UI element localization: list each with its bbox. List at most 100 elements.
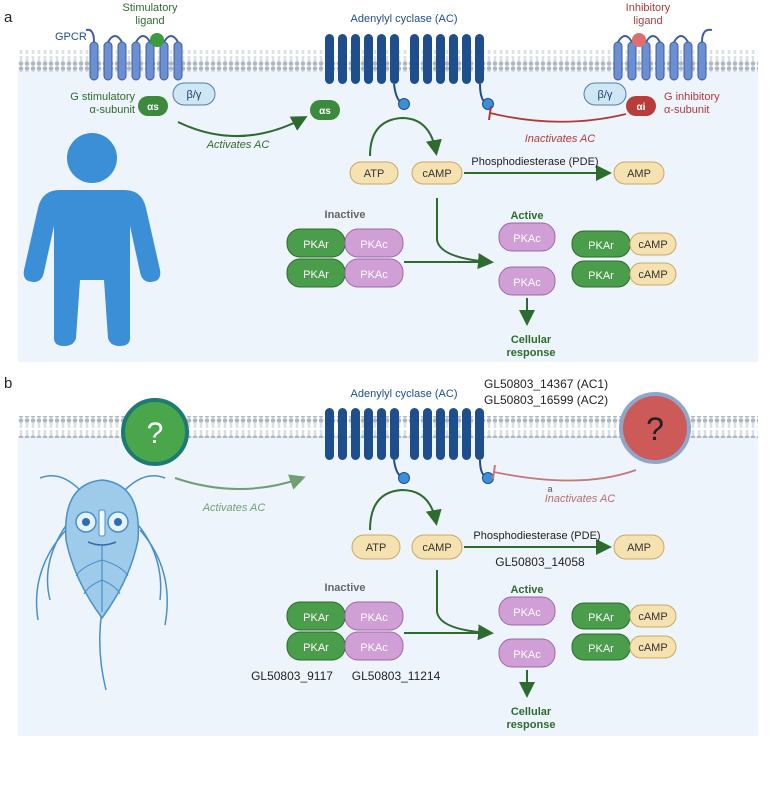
camp-to-pka-arrow-a (436, 198, 494, 270)
beta-gamma-text: β/γ (187, 89, 202, 101)
g-stim-label-1: G stimulatory (70, 91, 135, 103)
camp-text-b: cAMP (422, 542, 451, 554)
atp-node-b (351, 534, 401, 560)
stimulatory-ligand-label-2: ligand (135, 15, 164, 27)
pkac-gene-label: GL50803_11214 (352, 669, 441, 683)
adenylyl-cyclase-a (325, 34, 494, 110)
cellular-response-2-a: response (507, 347, 556, 359)
pkar-camp-c1-a (629, 232, 677, 256)
activates-arrow-a (177, 116, 308, 137)
atp-text-b: ATP (366, 542, 387, 554)
alpha-s-text: αs (147, 102, 159, 113)
pkac-active-2-b (498, 638, 556, 668)
unknown-stimulatory-ligand (121, 398, 189, 466)
gpcr-inhibitory (613, 28, 713, 81)
panel-a: a GPCR Stimulatory ligand G stimulatory … (4, 2, 758, 362)
activates-arrow-b (174, 474, 306, 490)
inactivates-line-b (493, 469, 637, 482)
pkar-camp-c1-text-a: cAMP (638, 239, 667, 251)
adenylyl-cyclase-b (325, 408, 494, 484)
gpcr-label: GPCR (55, 31, 87, 43)
pkac-active-1-a (498, 222, 556, 252)
pkac-2-b (344, 631, 404, 661)
inactive-label-a: Inactive (325, 209, 366, 221)
ac1-gene-label: GL50803_14367 (AC1) (484, 377, 608, 391)
ac-label-b: Adenylyl cyclase (AC) (351, 388, 458, 400)
pkac-active-2-text-a: PKAc (513, 277, 541, 289)
pkar-gene-label: GL50803_9117 (251, 669, 333, 683)
membrane-a (18, 50, 758, 72)
pkac-1-b (344, 601, 404, 631)
alpha-s-bound (310, 100, 340, 120)
g-inhib-label-2: α-subunit (664, 104, 710, 116)
alpha-s-subunit (138, 96, 168, 116)
active-label-a: Active (510, 210, 543, 222)
pkac-1-text-b: PKAc (360, 612, 388, 624)
inhibition-bar-b (492, 464, 496, 480)
inhibition-bar-a (488, 105, 492, 121)
atp-text-a: ATP (364, 168, 385, 180)
amp-text-b: AMP (627, 542, 651, 554)
human-figure-icon (23, 133, 161, 346)
pkac-active-1-b (498, 596, 556, 626)
amp-node-a (613, 161, 665, 185)
beta-gamma-inhib-text: β/γ (598, 89, 613, 101)
pkar-camp-r1-text-b: PKAr (588, 612, 614, 624)
g-inhib-label-1: G inhibitory (664, 91, 720, 103)
pkar-camp-c2-text-a: cAMP (638, 269, 667, 281)
pkar-camp-r2-text-b: PKAr (588, 643, 614, 655)
ac-label-a: Adenylyl cyclase (AC) (351, 13, 458, 25)
inactivates-label-b: Inactivates AC (545, 493, 616, 505)
atp-conversion-arrow-b (369, 488, 442, 531)
active-label-b: Active (510, 584, 543, 596)
pkac-active-2-a (498, 266, 556, 296)
inactive-label-b: Inactive (325, 582, 366, 594)
small-a-label: a (547, 484, 552, 494)
atp-node-a (349, 161, 399, 185)
atp-conversion-arrow-a (369, 116, 442, 157)
inactivates-line-a (489, 112, 627, 123)
membrane-b (18, 416, 758, 438)
pde-gene-label: GL50803_14058 (495, 555, 585, 569)
activates-label-a: Activates AC (206, 139, 270, 151)
alpha-i-subunit (626, 96, 656, 116)
pkar-2-text-a: PKAr (303, 269, 329, 281)
inactivates-label-a: Inactivates AC (525, 133, 596, 145)
pkar-camp-c1-text-b: cAMP (638, 611, 667, 623)
ac2-gene-label: GL50803_16599 (AC2) (484, 393, 608, 407)
pkac-active-1-text-b: PKAc (513, 607, 541, 619)
g-stim-label-2: α-subunit (90, 104, 136, 116)
unknown-inhibitory-ligand (619, 392, 691, 464)
cellular-response-1-b: Cellular (511, 706, 552, 718)
inhibitory-ligand-label-1: Inhibitory (626, 2, 671, 14)
beta-gamma-subunit (172, 82, 216, 106)
unknown-stim-question: ? (147, 417, 164, 450)
inhibitory-ligand-dot (632, 33, 646, 47)
pkar-2-text-b: PKAr (303, 642, 329, 654)
camp-node-b (411, 534, 463, 560)
alpha-i-text: αi (637, 102, 646, 113)
stimulatory-ligand-label-1: Stimulatory (122, 2, 178, 14)
cellular-response-1-a: Cellular (511, 334, 552, 346)
pkac-active-2-text-b: PKAc (513, 649, 541, 661)
pkac-active-1-text-a: PKAc (513, 233, 541, 245)
cytoplasm-b (18, 436, 758, 736)
pkar-1-text-b: PKAr (303, 612, 329, 624)
alpha-s-bound-text: αs (319, 106, 331, 117)
pkac-2-a (344, 258, 404, 288)
giardia-parasite-icon (35, 475, 168, 691)
inhibitory-ligand-label-2: ligand (633, 15, 662, 27)
pkar-camp-c2-b (629, 635, 677, 659)
gpcr-stimulatory (85, 28, 183, 81)
panel-letter-b: b (4, 375, 12, 392)
pkar-camp-c2-text-b: cAMP (638, 642, 667, 654)
pkar-camp-c2-a (629, 262, 677, 286)
panel-letter-a: a (4, 9, 13, 26)
pkar-1-text-a: PKAr (303, 239, 329, 251)
amp-text-a: AMP (627, 168, 651, 180)
beta-gamma-inhib (583, 82, 627, 106)
stimulatory-ligand-dot (150, 33, 164, 47)
pkar-camp-r1-text-a: PKAr (588, 240, 614, 252)
